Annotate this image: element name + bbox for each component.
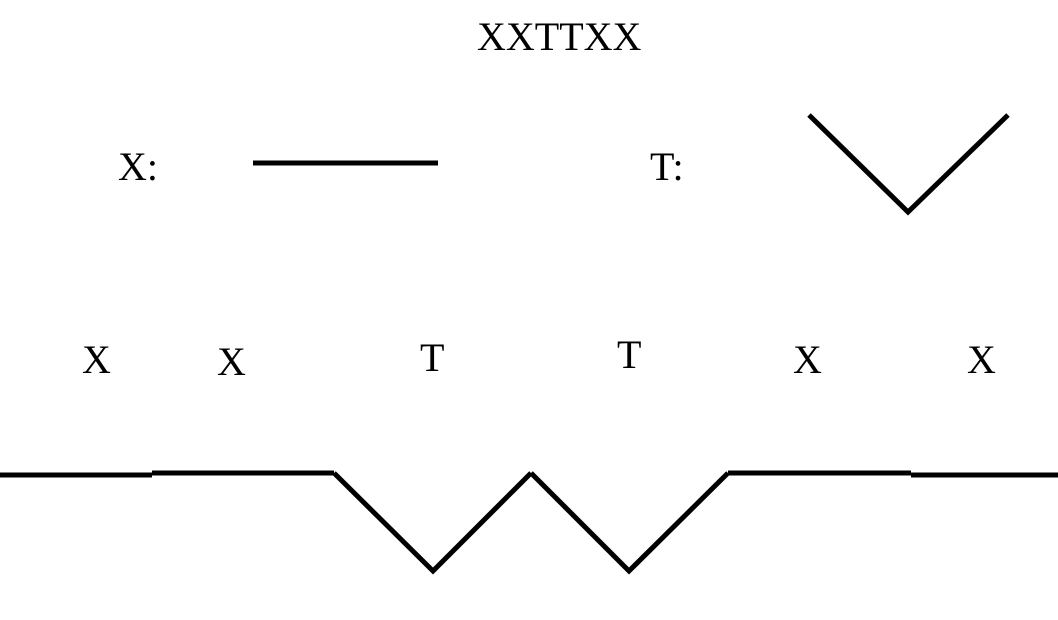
legend-t-segment <box>807 113 1010 216</box>
sequence-letter-2: X <box>217 339 246 384</box>
sequence-letter-4: T <box>617 332 642 377</box>
legend-x-label: X: <box>118 144 158 189</box>
sequence-letter-1: X <box>82 337 111 382</box>
path-segment-t-1 <box>332 471 533 575</box>
legend-t-label: T: <box>650 144 684 189</box>
sequence-letter-6: X <box>967 337 996 382</box>
sequence-title: XXTTXX <box>477 14 642 59</box>
sequence-letter-5: X <box>793 337 822 382</box>
sequence-letter-3: T <box>420 335 445 380</box>
path-segment-t-2 <box>529 471 730 575</box>
